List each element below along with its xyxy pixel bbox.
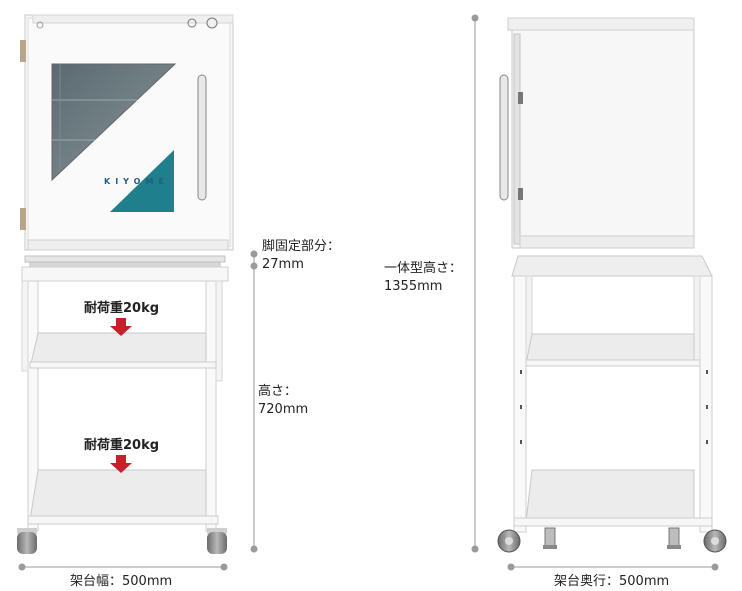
cabinet-side: [511, 17, 695, 249]
load-arrow-icon: [110, 455, 132, 473]
side-view: [497, 17, 727, 553]
stand-top: [511, 255, 713, 277]
caster: [497, 529, 521, 553]
stand-leg: [513, 275, 527, 533]
load-arrow-icon: [110, 318, 132, 336]
caster: [207, 528, 227, 554]
shelf: [525, 469, 695, 523]
brand-triangle: [110, 150, 174, 212]
fixing-part-label: 脚固定部分：: [262, 239, 341, 254]
caster: [703, 529, 727, 553]
shelf: [29, 469, 207, 521]
brand-logo: KIYOME: [104, 177, 169, 186]
stand-height-label: 高さ：: [258, 384, 298, 399]
door-handle: [499, 74, 509, 201]
dimension-lines: [18, 14, 719, 571]
door-handle: [197, 74, 207, 201]
hinge: [20, 208, 26, 230]
stand-top: [21, 266, 229, 282]
stand-width-label: 架台幅：500mm: [70, 574, 173, 589]
stand-depth-label: 架台奥行：500mm: [554, 574, 670, 589]
total-height-value: 1355mm: [384, 279, 443, 294]
load-capacity-label: 耐荷重20kg: [84, 301, 160, 316]
fixing-plate: [24, 255, 226, 263]
fixing-part-value: 27mm: [262, 257, 304, 272]
stand-leg: [699, 275, 713, 533]
total-height-label: 一体型高さ：: [384, 261, 463, 276]
screw-icon: [36, 21, 44, 29]
stand-height-value: 720mm: [258, 402, 309, 417]
caster: [17, 528, 37, 554]
load-capacity-label: 耐荷重20kg: [84, 438, 160, 453]
stand-leg: [205, 280, 217, 532]
glass-window: [51, 63, 177, 182]
adjuster-foot: [667, 527, 681, 549]
hinge: [20, 40, 26, 62]
adjuster-foot: [543, 527, 557, 549]
front-view: [17, 14, 234, 554]
dial-icon: [206, 17, 218, 29]
